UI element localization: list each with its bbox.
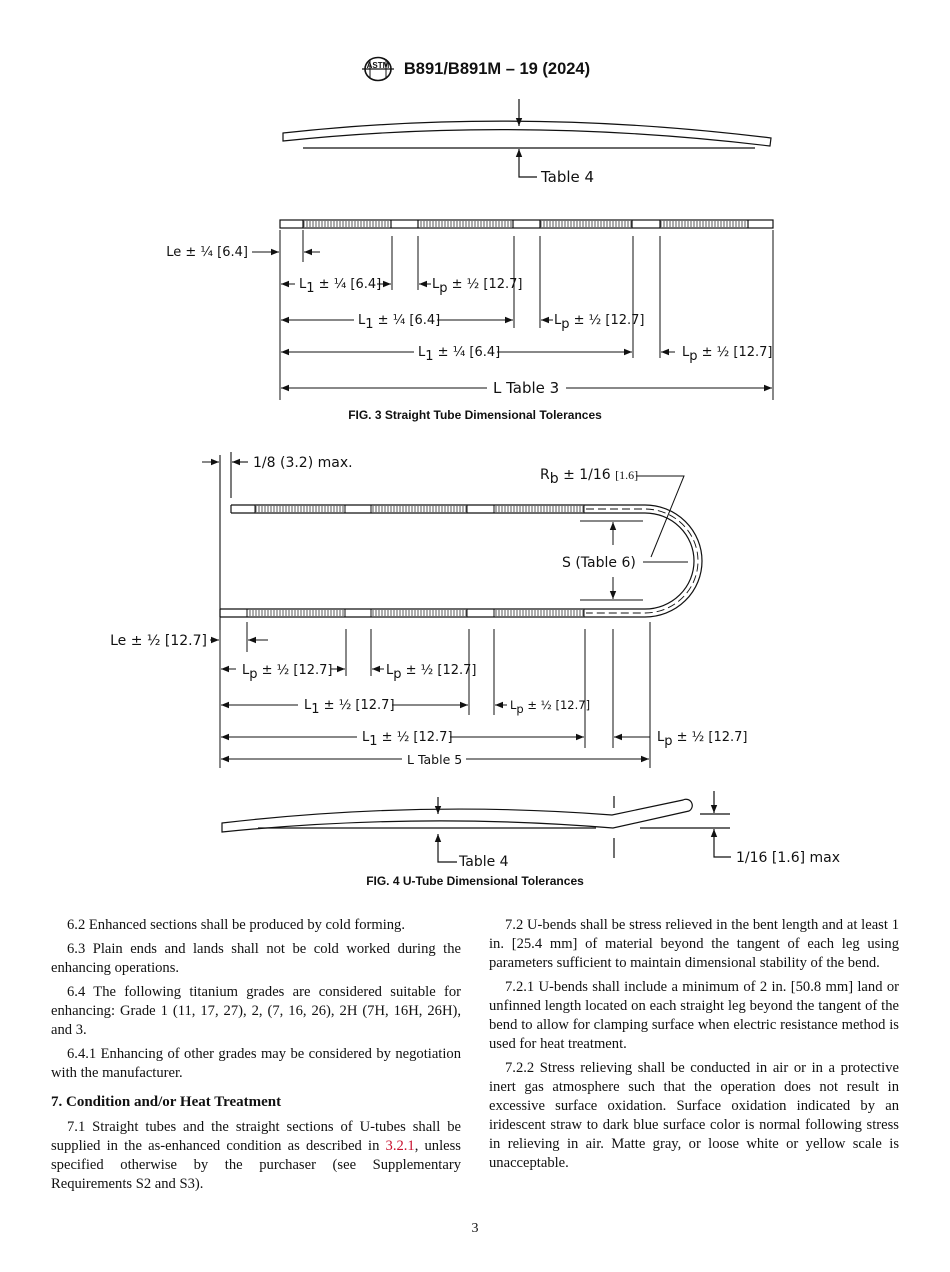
document-title: B891/B891M – 19 (2024)	[403, 59, 591, 78]
para-7-1: 7.1 Straight tubes and the straight sect…	[51, 1119, 461, 1192]
svg-text:ASTM: ASTM	[367, 61, 390, 70]
para-7-2-2: 7.2.2 Stress relieving shall be conducte…	[489, 1060, 899, 1171]
para-7-2-1: 7.2.1 U-bends shall include a minimum of…	[489, 979, 899, 1052]
spacing-label: S (Table 6)	[562, 555, 636, 571]
sixteenth-max-label: 1/16 [1.6] max	[736, 850, 840, 866]
straight-tube	[279, 219, 774, 229]
dim-lp-a: Lp ± ½ [12.7]	[242, 663, 333, 682]
dim-l1-1: L1 ± ¼ [6.4]	[299, 277, 381, 296]
section-7-heading: 7. Condition and/or Heat Treatment	[51, 1094, 282, 1110]
fig3-caption: FIG. 3 Straight Tube Dimensional Toleran…	[348, 408, 602, 422]
fig4-diagram: 1/8 (3.2) max. S (Table 6) Rb ± 1/16 [1.…	[110, 452, 840, 870]
para-6-4: 6.4 The following titanium grades are co…	[51, 984, 461, 1038]
u-tube-fins	[246, 505, 585, 617]
bend-radius-label: Rb ± 1/16 [1.6]	[540, 467, 638, 487]
dim-l1-3: L1 ± ¼ [6.4]	[418, 345, 500, 364]
dim-l1-b: L1 ± ½ [12.7]	[362, 730, 453, 749]
callout-table4-u: Table 4	[458, 854, 509, 870]
para-6-3: 6.3 Plain ends and lands shall not be co…	[51, 941, 461, 976]
left-column: 6.2 Enhanced sections shall be produced …	[51, 916, 461, 1199]
xref-3-2-1[interactable]: 3.2.1	[385, 1138, 415, 1154]
dim-lp-2: Lp ± ½ [12.7]	[554, 313, 645, 332]
dim-l1-a: L1 ± ½ [12.7]	[304, 698, 395, 717]
dim-lp-c: Lp ± ½ [12.7]	[510, 698, 590, 716]
para-6-4-1: 6.4.1 Enhancing of other grades may be c…	[51, 1046, 461, 1081]
overall-length-u: L Table 5	[407, 752, 462, 767]
u-tube	[219, 504, 703, 618]
para-7-2: 7.2 U-bends shall be stress relieved in …	[489, 917, 899, 971]
astm-logo: ASTM	[361, 56, 394, 82]
fig3-diagram: Table 4 Le ± ¼	[166, 99, 774, 400]
dim-lp-1: Lp ± ½ [12.7]	[432, 277, 523, 296]
dim-lp-3: Lp ± ½ [12.7]	[682, 345, 773, 364]
page-header: ASTM B891/B891M – 19 (2024)	[0, 56, 950, 82]
para-6-2: 6.2 Enhanced sections shall be produced …	[67, 917, 406, 933]
overall-length: L Table 3	[493, 379, 559, 397]
eighth-max-label: 1/8 (3.2) max.	[253, 455, 353, 471]
callout-table4: Table 4	[540, 168, 594, 186]
le-label: Le ± ¼ [6.4]	[166, 245, 248, 260]
le-label-u: Le ± ½ [12.7]	[110, 633, 207, 649]
dim-lp-d: Lp ± ½ [12.7]	[657, 730, 748, 749]
page-number: 3	[471, 1221, 479, 1236]
right-column: 7.2 U-bends shall be stress relieved in …	[489, 916, 899, 1178]
dim-l1-2: L1 ± ¼ [6.4]	[358, 313, 440, 332]
dim-lp-b: Lp ± ½ [12.7]	[386, 663, 477, 682]
fig4-caption: FIG. 4 U-Tube Dimensional Tolerances	[366, 874, 584, 888]
bowed-u-tube	[221, 791, 731, 863]
bowed-tube	[282, 120, 772, 147]
